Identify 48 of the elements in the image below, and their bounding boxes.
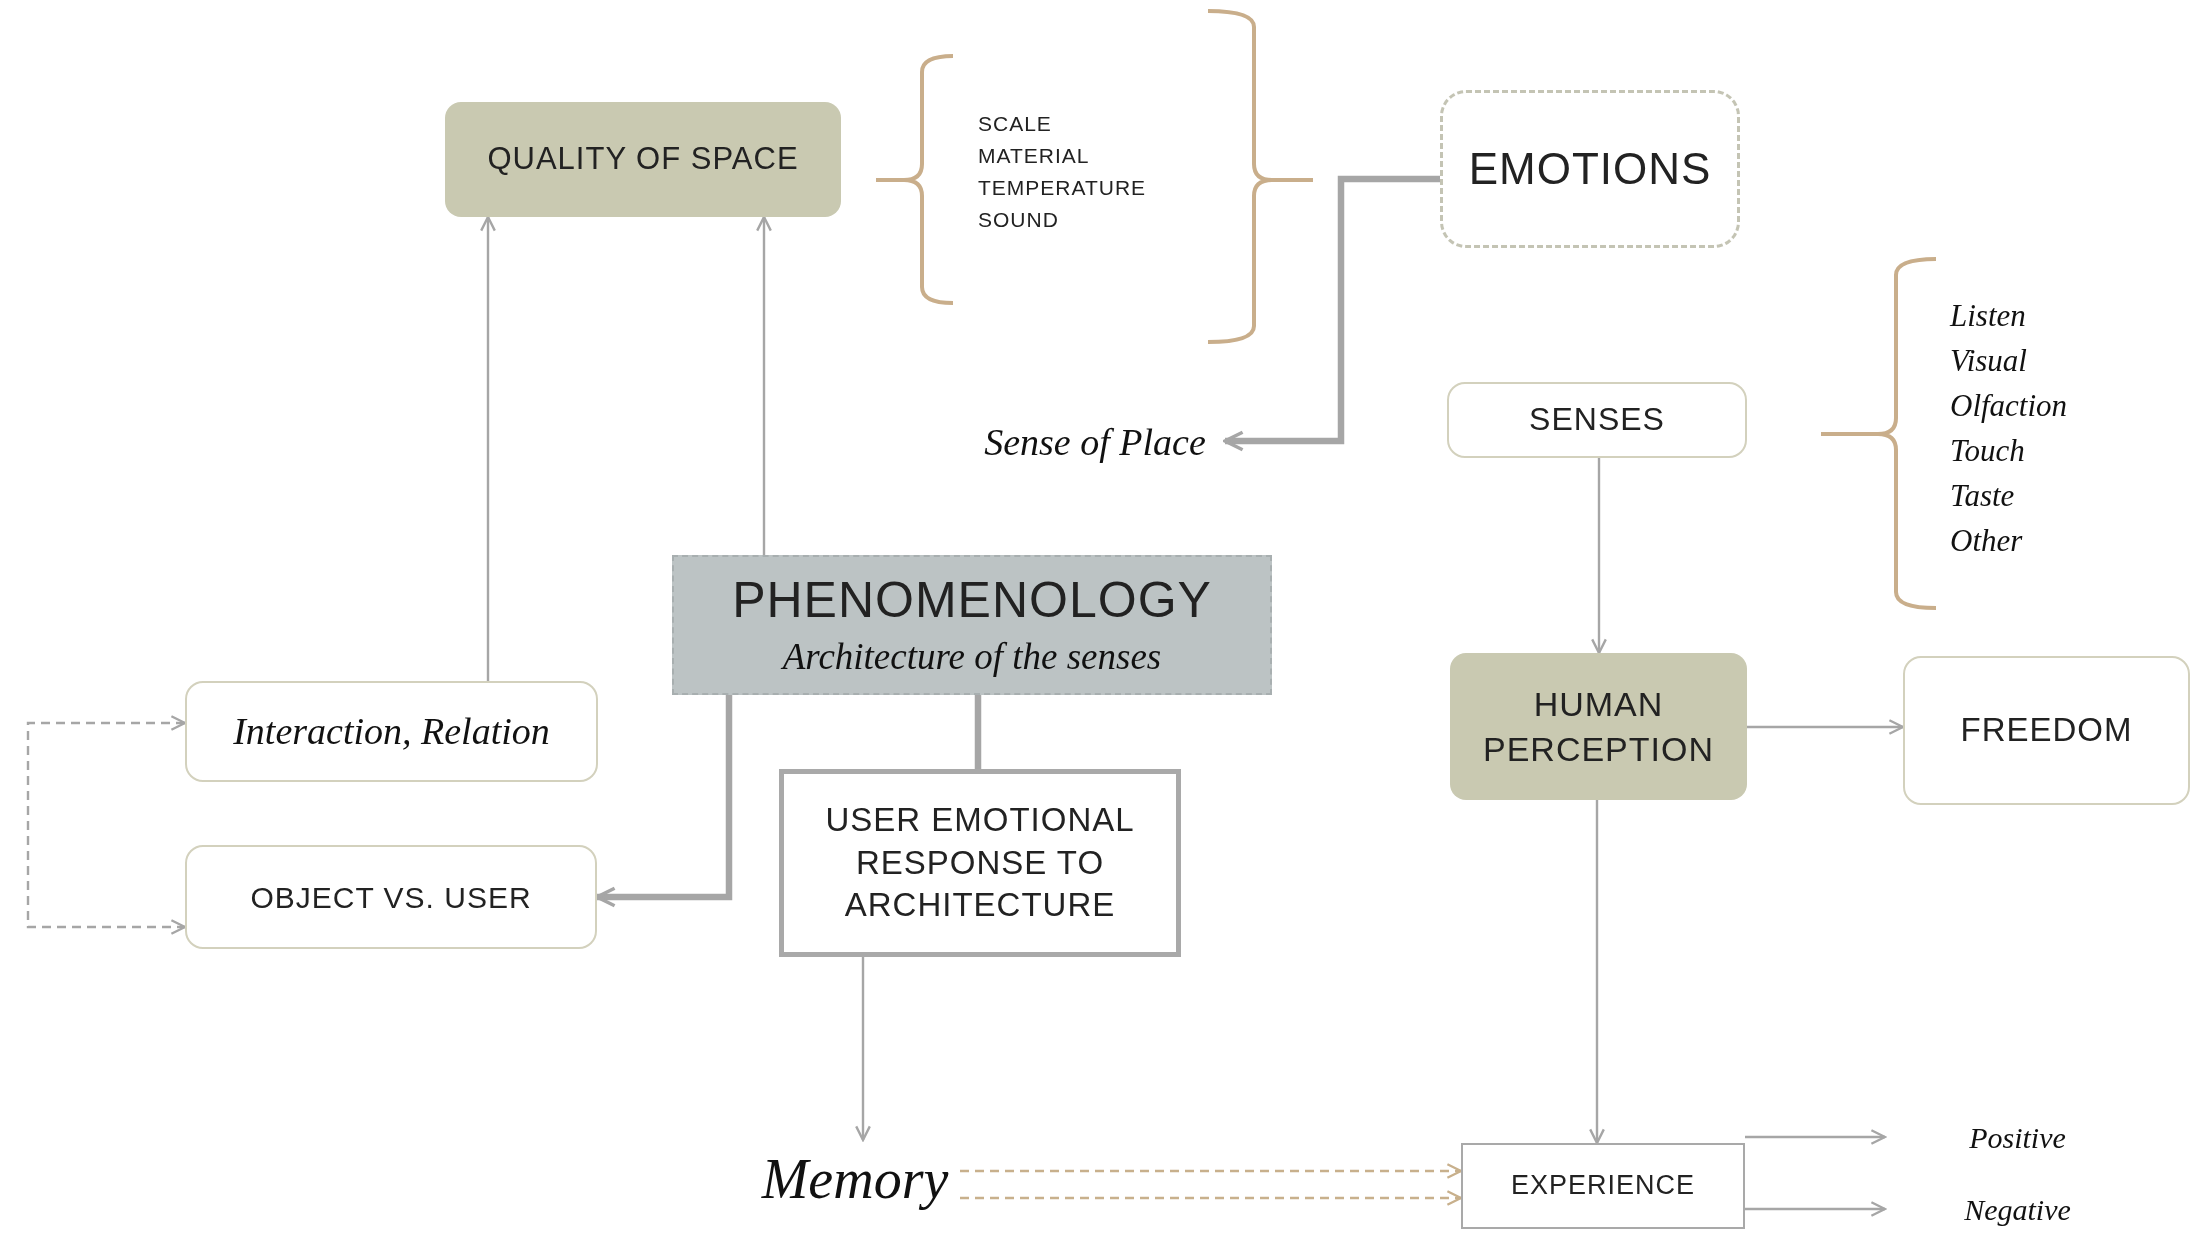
box-title: USER EMOTIONAL RESPONSE TO ARCHITECTURE	[824, 799, 1136, 926]
process-box	[185, 681, 598, 782]
arrow	[855, 957, 871, 1142]
list-item: Visual	[1950, 343, 2027, 379]
list-item: Olfaction	[1950, 388, 2068, 424]
arrow	[1745, 1129, 1887, 1145]
arrow	[960, 1163, 1463, 1179]
box-title: EXPERIENCE	[1510, 1169, 1696, 1203]
arrow	[1589, 800, 1605, 1145]
arrow	[1745, 1201, 1887, 1217]
text-label: Positive	[1969, 1119, 2066, 1156]
list-item: SCALE	[978, 112, 1052, 136]
title-box	[672, 555, 1272, 695]
list-item: Other	[1950, 523, 2023, 559]
list-item: Touch	[1950, 433, 2025, 469]
process-box	[1447, 382, 1747, 458]
arrow	[480, 215, 496, 681]
text-label: Memory	[761, 1146, 949, 1212]
arrow	[26, 715, 187, 935]
box-title: OBJECT VS. USER	[250, 879, 532, 916]
box-title: Interaction, Relation	[233, 708, 550, 754]
list-item: Taste	[1950, 478, 2015, 514]
process-box	[779, 769, 1181, 957]
process-box	[1440, 90, 1740, 248]
box-title: EMOTIONS	[1468, 143, 1712, 196]
box-title: HUMAN PERCEPTION	[1481, 684, 1715, 770]
process-box	[445, 102, 841, 217]
arrow	[1223, 175, 1440, 452]
process-box	[185, 845, 597, 949]
text-label: Negative	[1964, 1191, 2071, 1228]
box-title: SENSES	[1529, 400, 1665, 440]
arrow	[595, 695, 733, 908]
box-title: FREEDOM	[1960, 710, 2133, 751]
box-title: QUALITY OF SPACE	[487, 140, 799, 179]
box-title: PHENOMENOLOGY	[732, 571, 1212, 631]
list-item: Listen	[1950, 298, 2026, 334]
box-subtitle: Architecture of the senses	[782, 635, 1162, 680]
text-label: Sense of Place	[984, 419, 1206, 465]
arrow	[1591, 458, 1607, 655]
process-box	[1903, 656, 2190, 805]
list-item: SOUND	[978, 208, 1059, 232]
arrow	[756, 215, 772, 555]
list-item: MATERIAL	[978, 144, 1090, 168]
list-item: TEMPERATURE	[978, 176, 1147, 200]
process-box	[1461, 1143, 1745, 1229]
arrow	[1747, 719, 1905, 735]
arrow	[960, 1190, 1463, 1206]
process-box	[1450, 653, 1747, 800]
